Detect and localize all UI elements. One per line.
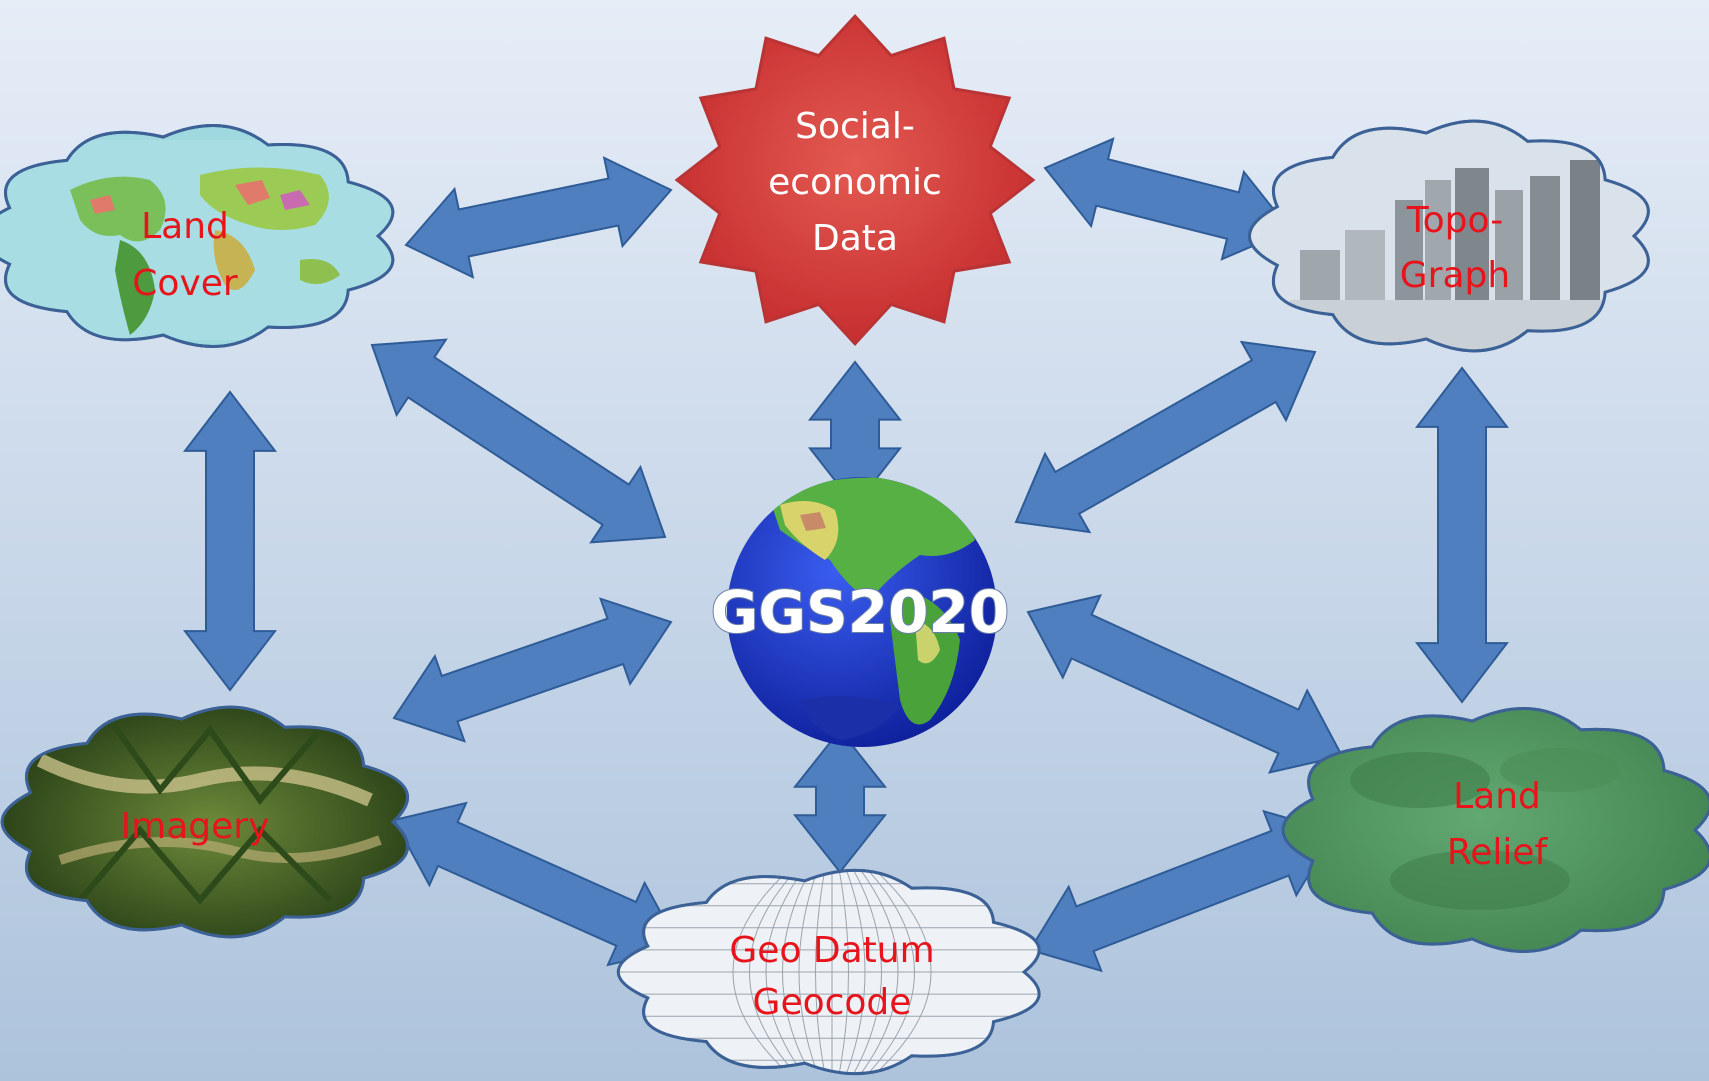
land-relief-label-2: Relief	[1447, 832, 1549, 873]
land-cover-outline	[0, 124, 395, 348]
hub-label: GGS2020	[711, 578, 1009, 646]
land-relief-node: Land Relief	[1281, 707, 1709, 953]
hub-node: GGS2020	[710, 477, 1010, 747]
geo-datum-node: Geo Datum Geocode	[617, 868, 1041, 1076]
imagery-label: Imagery	[121, 806, 270, 847]
starburst-shape	[674, 13, 1036, 347]
land-relief-outline	[1281, 707, 1709, 953]
arrow-topograph-landrelief	[1414, 366, 1510, 704]
world-map-icon	[0, 140, 393, 340]
land-relief-label-1: Land	[1453, 776, 1541, 817]
social-economic-label-2: economic	[768, 162, 942, 203]
topograph-label-1: Topo-	[1406, 200, 1503, 241]
arrow-landcover-social	[404, 156, 673, 279]
arrow-topograph-hub	[1014, 340, 1317, 534]
imagery-outline	[0, 705, 410, 939]
geo-datum-label-1: Geo Datum	[729, 930, 934, 971]
land-cover-label-1: Land	[141, 206, 229, 247]
topograph-label-2: Graph	[1400, 255, 1510, 296]
geo-datum-label-2: Geocode	[753, 982, 912, 1023]
topograph-outline	[1248, 119, 1650, 353]
topograph-node: Topo- Graph	[1248, 119, 1650, 353]
geo-datum-outline	[617, 868, 1041, 1076]
social-economic-node: Social- economic Data	[674, 13, 1036, 347]
social-economic-label-3: Data	[812, 218, 898, 259]
arrow-landcover-imagery	[182, 390, 278, 692]
imagery-node: Imagery	[0, 705, 410, 939]
arrow-imagery-hub	[392, 597, 673, 743]
land-cover-label-2: Cover	[132, 263, 238, 304]
social-economic-label-1: Social-	[795, 106, 915, 147]
arrow-landrelief-hub	[1026, 594, 1344, 774]
connection-arrows	[182, 137, 1510, 973]
globe-continents	[770, 477, 975, 740]
land-cover-node: Land Cover	[0, 124, 395, 348]
arrow-landcover-hub	[370, 338, 667, 544]
